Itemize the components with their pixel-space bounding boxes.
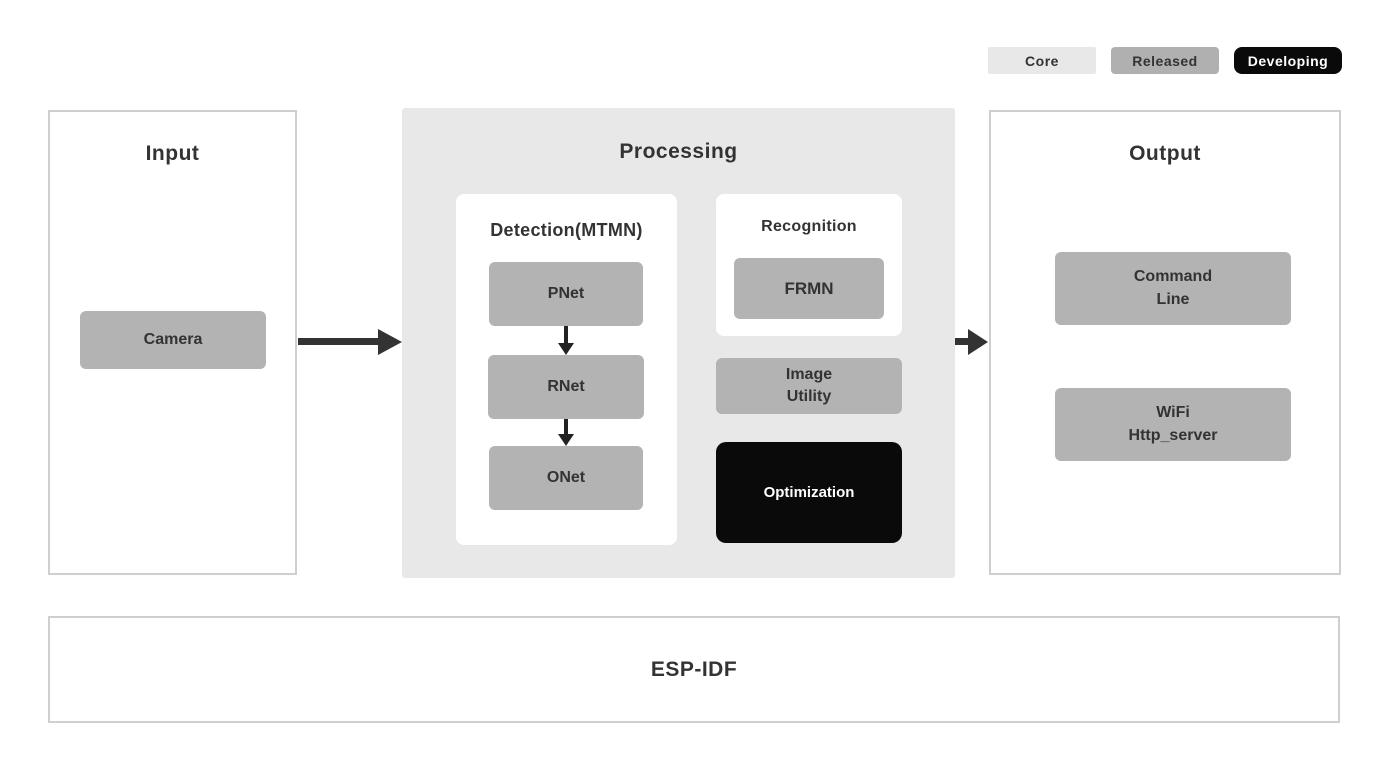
arrow-shaft (564, 326, 568, 344)
detection-group: Detection(MTMN) PNet RNet ONet (456, 194, 677, 545)
output-panel: Output Command Line WiFi Http_server (989, 110, 1341, 575)
node-pnet: PNet (489, 262, 643, 326)
node-onet: ONet (489, 446, 643, 510)
node-optimization: Optimization (716, 442, 902, 543)
node-command-line: Command Line (1055, 252, 1291, 325)
legend-developing-badge: Developing (1234, 47, 1342, 74)
node-frmn: FRMN (734, 258, 884, 319)
recognition-group: Recognition FRMN (716, 194, 902, 336)
legend-released-label: Released (1132, 52, 1198, 69)
arrow-shaft (564, 419, 568, 435)
status-legend: Core Released Developing (988, 47, 1342, 74)
node-image-utility: Image Utility (716, 358, 902, 414)
legend-developing-label: Developing (1247, 52, 1329, 69)
output-panel-title: Output (1129, 142, 1201, 165)
legend-core-label: Core (1025, 52, 1059, 69)
legend-released-badge: Released (1111, 47, 1219, 74)
processing-panel: Processing Detection(MTMN) PNet RNet ONe… (402, 108, 955, 578)
detection-group-title: Detection(MTMN) (490, 220, 643, 240)
arrow-head-icon (558, 343, 574, 355)
arrow-input-to-processing (298, 329, 402, 355)
arrow-head-icon (558, 434, 574, 446)
arrow-processing-to-output (955, 329, 988, 355)
node-camera: Camera (80, 311, 266, 369)
arrow-shaft (955, 338, 969, 345)
processing-panel-title: Processing (619, 140, 738, 163)
arrow-head-icon (968, 329, 988, 355)
legend-core-badge: Core (988, 47, 1096, 74)
node-rnet: RNet (488, 355, 644, 419)
foundation-title: ESP-IDF (650, 657, 738, 681)
foundation-panel: ESP-IDF (48, 616, 1340, 723)
input-panel: Input Camera (48, 110, 297, 575)
arrow-shaft (298, 338, 379, 345)
recognition-group-title: Recognition (761, 218, 857, 235)
node-wifi-http-server: WiFi Http_server (1055, 388, 1291, 461)
arrow-head-icon (378, 329, 402, 355)
input-panel-title: Input (145, 142, 200, 165)
